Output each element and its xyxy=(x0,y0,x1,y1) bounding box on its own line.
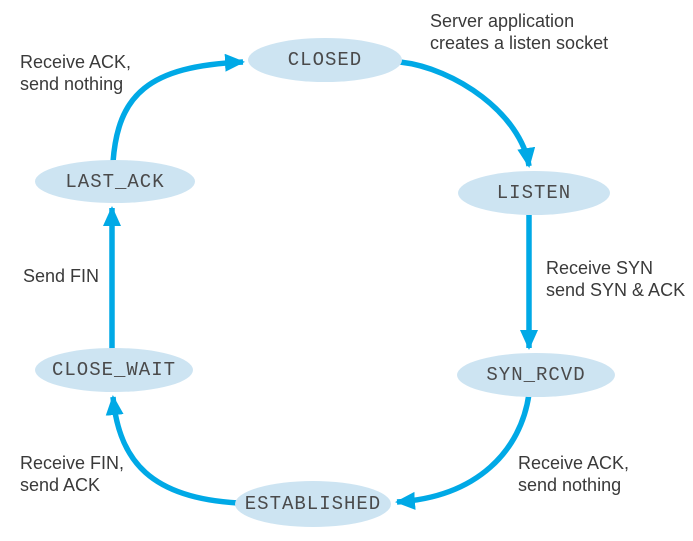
state-established-label: ESTABLISHED xyxy=(244,493,382,515)
transition-label-close-wait-to-last-ack: Send FIN xyxy=(23,266,100,286)
arrow-syn-rcvd-to-established xyxy=(395,393,532,510)
transition-label-listen-to-syn-rcvd: Receive SYN send SYN & ACK xyxy=(546,258,686,300)
state-closed-label: CLOSED xyxy=(287,49,363,71)
transition-label-established-to-close-wait: Receive FIN, send ACK xyxy=(20,453,125,495)
state-listen: LISTEN xyxy=(458,171,610,215)
state-closed: CLOSED xyxy=(248,38,402,82)
state-syn-rcvd: SYN_RCVD xyxy=(457,353,615,397)
state-close-wait-label: CLOSE_WAIT xyxy=(51,359,177,381)
state-syn-rcvd-label: SYN_RCVD xyxy=(486,364,586,386)
state-listen-label: LISTEN xyxy=(496,182,572,204)
arrow-last-ack-to-closed xyxy=(110,53,245,163)
transition-label-syn-rcvd-to-established: Receive ACK, send nothing xyxy=(518,453,630,495)
transition-label-closed-to-listen: Server application creates a listen sock… xyxy=(430,11,609,53)
state-last-ack: LAST_ACK xyxy=(35,160,195,203)
transition-label-last-ack-to-closed: Receive ACK, send nothing xyxy=(20,52,132,94)
arrow-established-to-close-wait xyxy=(105,395,239,506)
state-close-wait: CLOSE_WAIT xyxy=(35,348,193,392)
arrow-closed-to-listen xyxy=(399,59,536,168)
state-established: ESTABLISHED xyxy=(235,481,391,527)
state-last-ack-label: LAST_ACK xyxy=(65,170,165,193)
